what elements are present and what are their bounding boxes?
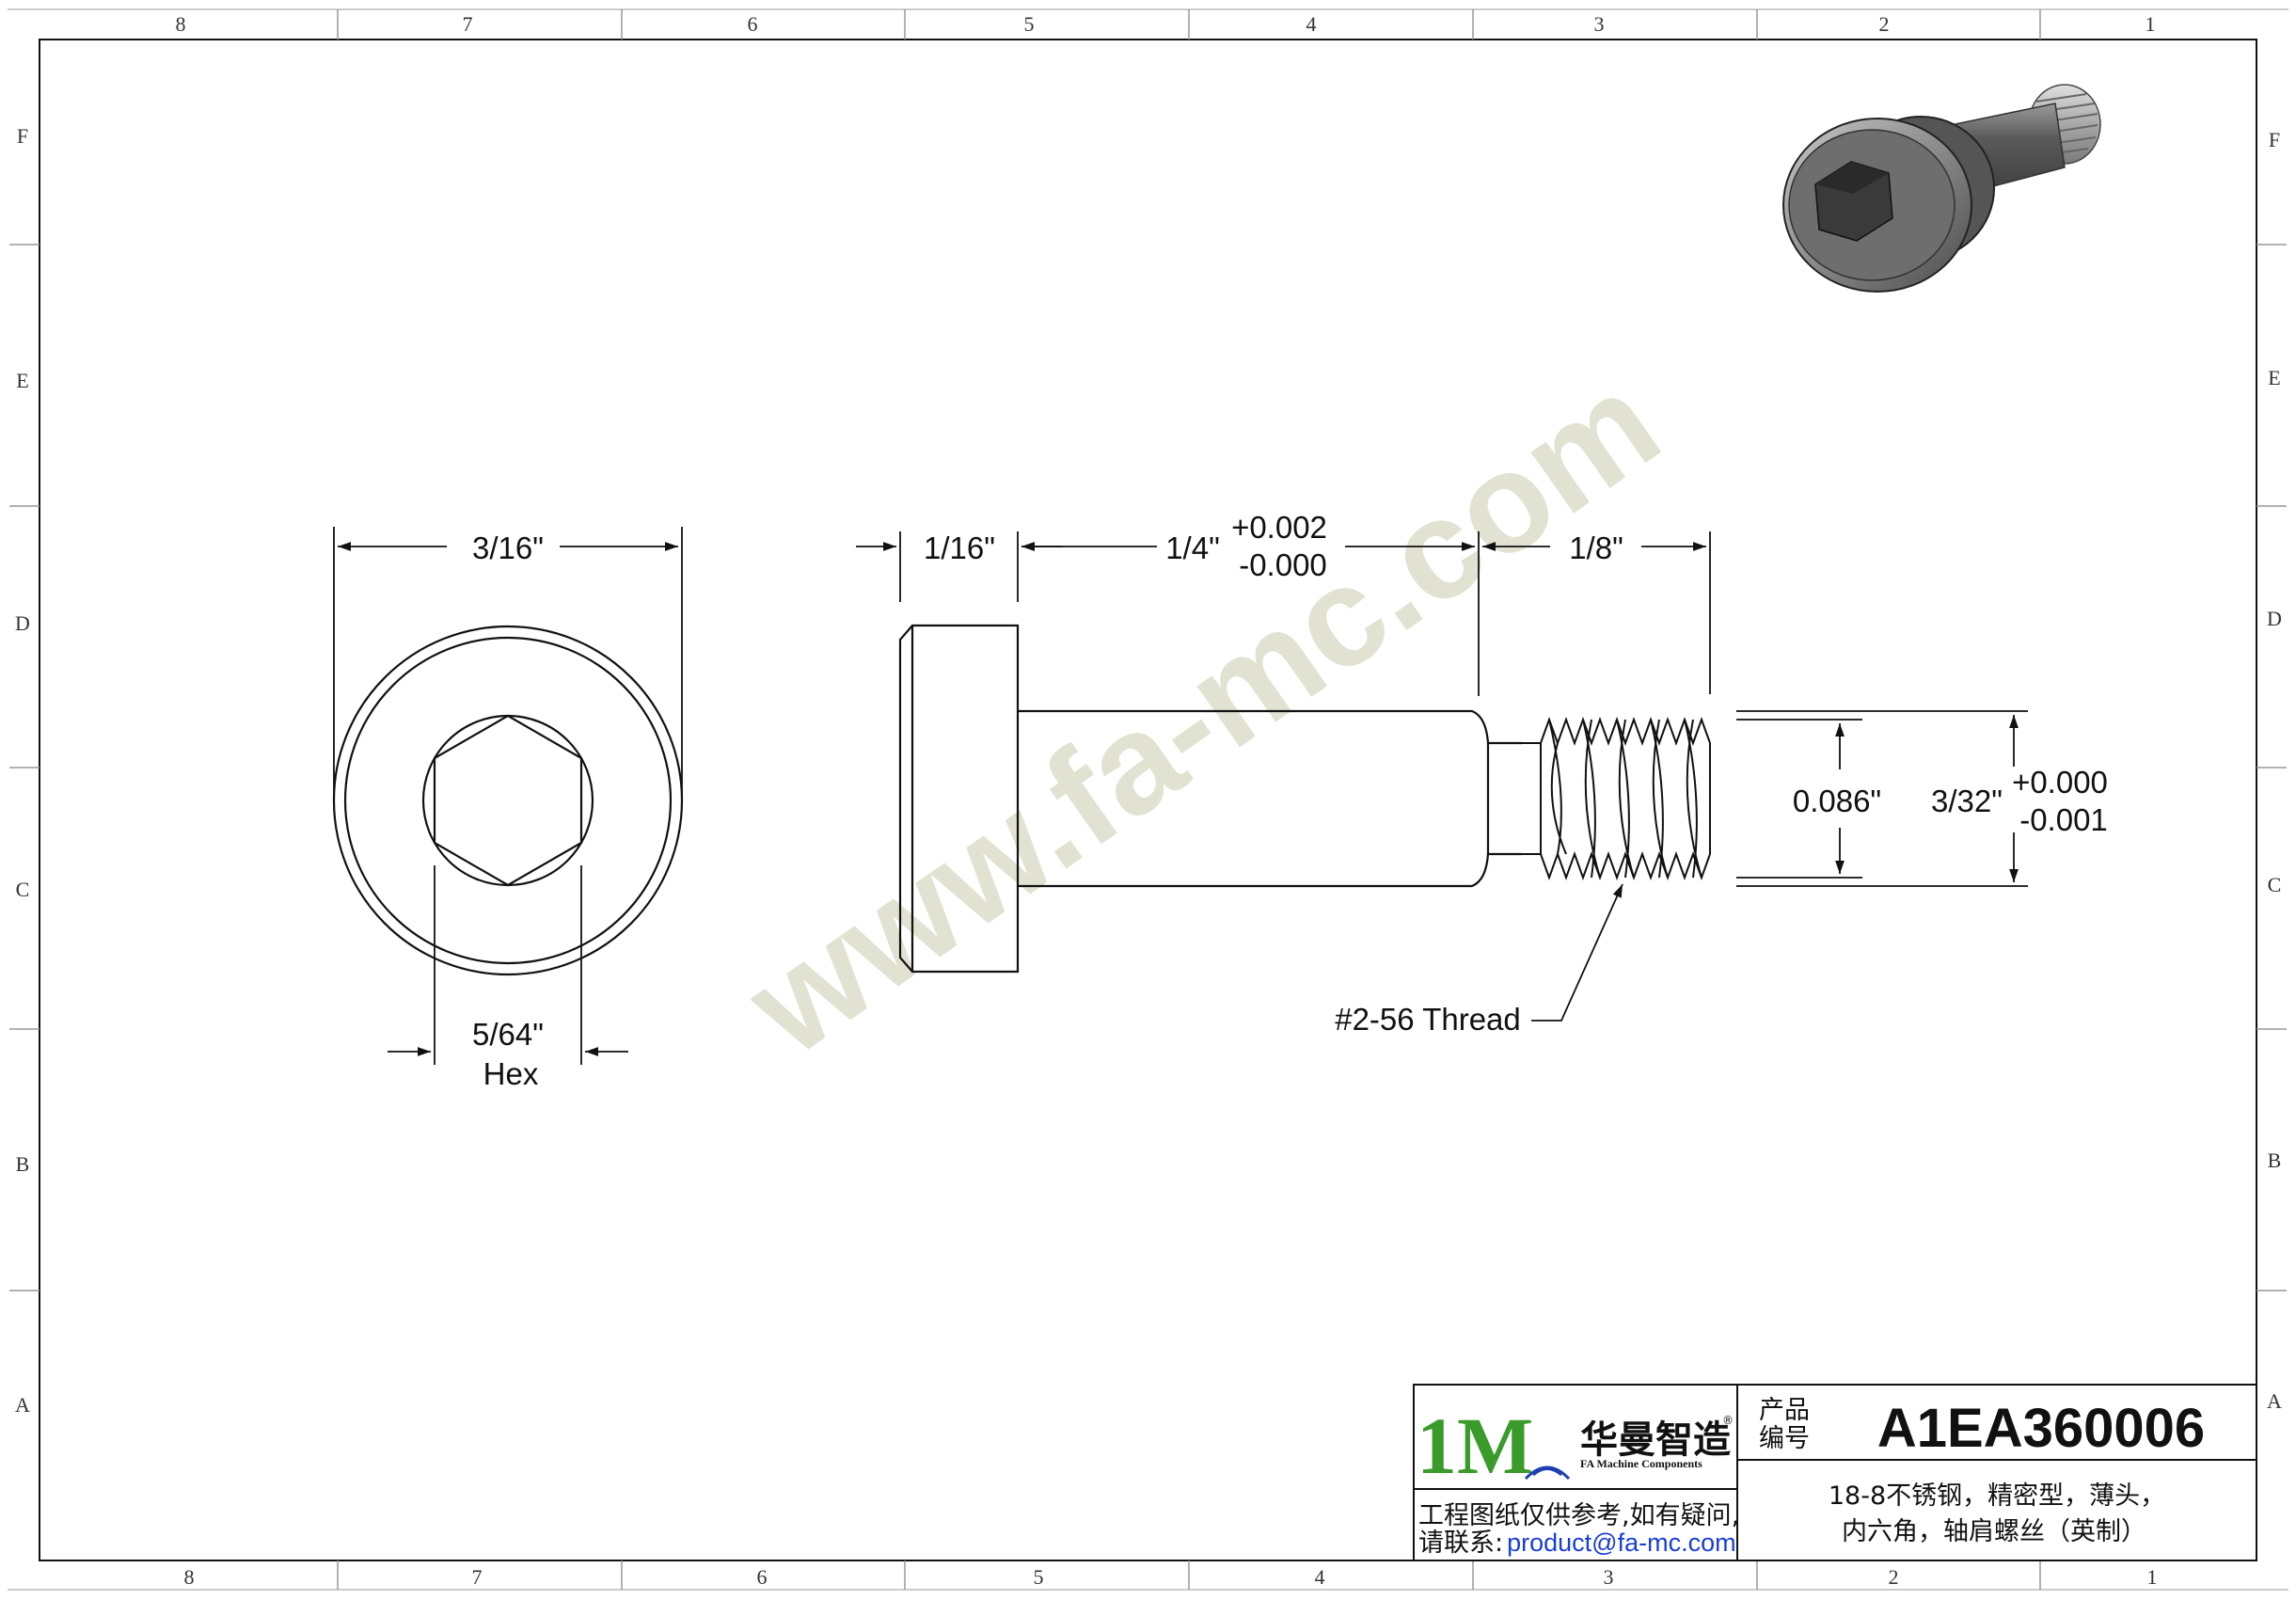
zone-row-label: E: [16, 369, 28, 392]
logo-registered-mark: ®: [1722, 1414, 1734, 1427]
dim-shoulder-diameter: [1736, 710, 2028, 887]
zone-col-label: 5: [1024, 12, 1035, 36]
zone-col-label: 2: [1879, 12, 1890, 36]
contact-email-link[interactable]: product@fa-mc.com: [1507, 1529, 1735, 1557]
zone-col-label: 4: [1306, 12, 1317, 36]
zone-col-label: 8: [176, 12, 186, 36]
watermark: www.fa-mc.com: [719, 342, 1686, 1085]
zone-col-label: 1: [2147, 1565, 2158, 1589]
dim-thread-minor: [1736, 719, 1862, 879]
product-description-line2: 内六角，轴肩螺丝（英制）: [1842, 1517, 2146, 1546]
logo-letters: 1M: [1417, 1401, 1533, 1491]
zone-row-label: F: [17, 124, 28, 148]
zone-col-label: 1: [2146, 12, 2156, 36]
dim-shoulder-diameter-tol-plus: +0.000: [2012, 765, 2108, 800]
dim-shoulder-length: [1021, 531, 1480, 696]
dim-thread-length-label: 1/8": [1569, 531, 1623, 565]
zone-row-label: C: [2268, 873, 2282, 896]
head-end-view: [332, 625, 684, 976]
dim-thread-length: [1482, 531, 1711, 694]
product-code-label-line1: 产品: [1759, 1396, 1810, 1425]
dim-shoulder-length-tol-minus: -0.000: [1239, 547, 1327, 582]
product-code-label-line2: 编号: [1759, 1424, 1810, 1453]
thread-callout-label: #2-56 Thread: [1335, 1002, 1521, 1037]
dim-head-diameter-label: 3/16": [472, 531, 544, 565]
dim-thread-minor-label: 0.086": [1793, 784, 1881, 818]
screw-3d-render: [1782, 84, 2101, 293]
dim-head-diameter: [333, 527, 683, 800]
dim-shoulder-diameter-label: 3/32": [1931, 784, 2003, 818]
drawing-notice-line1: 工程图纸仅供参考,如有疑问,: [1418, 1501, 1739, 1530]
product-description-line1: 18-8不锈钢，精密型，薄头，: [1829, 1481, 2165, 1511]
zone-row-label: B: [16, 1152, 30, 1176]
zone-column-labels-bottom: 8 7 6 5 4 3 2 1: [184, 1565, 2158, 1589]
zone-row-label: A: [2267, 1389, 2282, 1413]
dim-shoulder-length-tol-plus: +0.002: [1231, 510, 1327, 545]
zone-row-label: D: [15, 611, 30, 635]
zone-row-label: E: [2268, 366, 2280, 389]
zone-col-label: 6: [757, 1565, 768, 1589]
zone-row-label: C: [16, 878, 30, 901]
zone-row-labels-left: F E D C B A: [15, 124, 30, 1417]
contact-prefix: 请联系:: [1418, 1529, 1503, 1558]
zone-col-label: 2: [1889, 1565, 1899, 1589]
dim-shoulder-length-label: 1/4": [1165, 531, 1220, 565]
zone-col-label: 7: [463, 12, 473, 36]
zone-col-label: 5: [1034, 1565, 1044, 1589]
dim-shoulder-diameter-tol-minus: -0.001: [2019, 802, 2108, 837]
sheet-border: [8, 8, 2288, 1591]
zone-row-label: B: [2268, 1149, 2282, 1172]
zone-col-label: 3: [1594, 12, 1605, 36]
company-logo: 1M: [1417, 1401, 1571, 1491]
dim-hex-size-label: 5/64": [472, 1017, 544, 1052]
logo-english-name: FA Machine Components: [1580, 1457, 1702, 1470]
title-block: [1413, 1384, 2257, 1561]
thread-section: [1505, 717, 1711, 880]
dim-hex-label: Hex: [483, 1056, 539, 1091]
zone-col-label: 7: [472, 1565, 483, 1589]
zone-row-label: A: [15, 1393, 30, 1417]
thread-callout-leader: [1531, 883, 1623, 1022]
zone-row-label: D: [2267, 607, 2282, 630]
zone-ticks: [9, 9, 2287, 1590]
zone-col-label: 4: [1315, 1565, 1325, 1589]
zone-row-labels-right: F E D C B A: [2267, 128, 2282, 1413]
dim-head-height-label: 1/16": [924, 531, 995, 565]
dim-hex-size: [388, 865, 628, 1065]
drawing-notice-line2: 请联系:product@fa-mc.com: [1418, 1529, 1736, 1558]
zone-col-label: 3: [1604, 1565, 1614, 1589]
zone-column-labels-top: 8 7 6 5 4 3 2 1: [176, 12, 2156, 36]
zone-col-label: 6: [748, 12, 758, 36]
zone-row-label: F: [2269, 128, 2280, 151]
zone-col-label: 8: [184, 1565, 195, 1589]
screw-side-view: [898, 624, 1522, 974]
logo-chinese-name: 华曼智造: [1580, 1418, 1731, 1462]
product-code: A1EA360006: [1877, 1398, 2205, 1459]
